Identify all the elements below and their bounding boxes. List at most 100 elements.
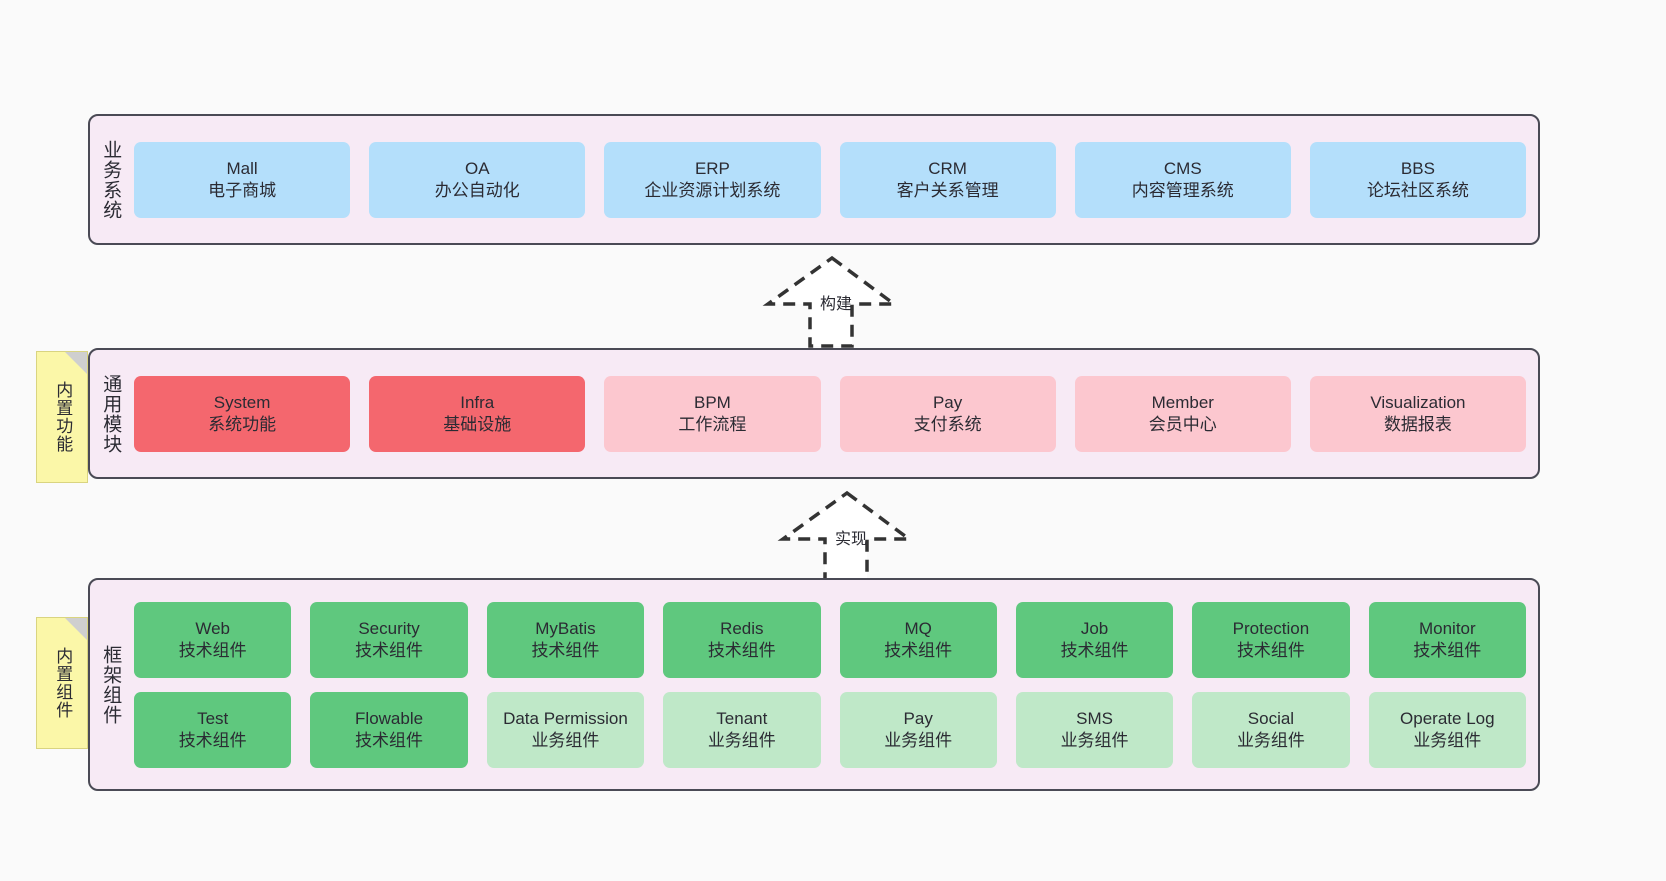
card-job[interactable]: Job 技术组件	[1015, 601, 1174, 678]
card-subtitle: 企业资源计划系统	[644, 180, 781, 200]
card-subtitle: 技术组件	[1236, 640, 1305, 660]
card-title: Operate Log	[1400, 708, 1495, 728]
card-subtitle: 电子商城	[208, 180, 277, 200]
card-subtitle: 工作流程	[678, 414, 747, 434]
card-mq[interactable]: MQ 技术组件	[839, 601, 997, 678]
card-title: Monitor	[1418, 618, 1476, 638]
card-row: Mall 电子商城 OA 办公自动化 ERP 企业资源计划系统 CRM 客户关系…	[134, 141, 1527, 218]
note-fold-icon	[65, 618, 87, 640]
card-title: Redis	[720, 618, 764, 638]
connector-build-label: 构建	[820, 296, 853, 313]
card-subtitle: 技术组件	[884, 640, 953, 660]
card-title: MQ	[904, 618, 932, 638]
card-subtitle: 技术组件	[178, 640, 247, 660]
card-redis[interactable]: Redis 技术组件	[663, 601, 821, 678]
card-web[interactable]: Web 技术组件	[134, 601, 292, 678]
card-mybatis[interactable]: MyBatis 技术组件	[486, 601, 645, 678]
card-security[interactable]: Security 技术组件	[310, 601, 468, 678]
card-title: CMS	[1163, 158, 1202, 178]
card-cms[interactable]: CMS 内容管理系统	[1074, 141, 1291, 218]
layer-caption-framework-component: 框架组件	[100, 644, 122, 725]
card-infra[interactable]: Infra 基础设施	[369, 375, 586, 452]
card-row: Web 技术组件 Security 技术组件 MyBatis 技术组件 Redi…	[134, 601, 1526, 678]
card-title: System	[213, 392, 271, 412]
card-protection[interactable]: Protection 技术组件	[1192, 601, 1350, 678]
note-builtin-features-label: 内置功能	[53, 381, 73, 453]
card-title: Pay	[903, 708, 933, 728]
card-subtitle: 数据报表	[1383, 414, 1452, 434]
card-monitor[interactable]: Monitor 技术组件	[1368, 601, 1526, 678]
card-mall[interactable]: Mall 电子商城	[134, 141, 351, 218]
card-title: Flowable	[355, 708, 424, 728]
layer-body-common-module: System 系统功能 Infra 基础设施 BPM 工作流程 Pay 支付系统…	[130, 350, 1538, 477]
card-title: ERP	[694, 158, 730, 178]
card-sms[interactable]: SMS 业务组件	[1015, 691, 1174, 768]
card-subtitle: 业务组件	[1060, 730, 1129, 750]
card-title: Data Permission	[503, 708, 628, 728]
card-title: Pay	[932, 392, 963, 412]
card-visualization[interactable]: Visualization 数据报表	[1309, 375, 1527, 452]
card-flowable[interactable]: Flowable 技术组件	[310, 691, 468, 768]
card-title: BPM	[694, 392, 731, 412]
card-subtitle: 业务组件	[884, 730, 953, 750]
card-pay-component[interactable]: Pay 业务组件	[839, 691, 997, 768]
card-pay-module[interactable]: Pay 支付系统	[839, 375, 1056, 452]
card-title: Member	[1151, 392, 1214, 412]
card-test[interactable]: Test 技术组件	[134, 691, 292, 768]
note-fold-icon	[65, 352, 87, 374]
connector-build: 构建	[752, 252, 912, 348]
card-title: CRM	[928, 158, 967, 178]
card-subtitle: 业务组件	[531, 730, 600, 750]
card-subtitle: 业务组件	[1236, 730, 1305, 750]
card-erp[interactable]: ERP 企业资源计划系统	[604, 141, 821, 218]
card-bpm[interactable]: BPM 工作流程	[604, 375, 821, 452]
card-title: Web	[195, 618, 231, 638]
card-subtitle: 技术组件	[355, 640, 424, 660]
card-title: OA	[464, 158, 490, 178]
card-subtitle: 技术组件	[707, 640, 776, 660]
card-title: Job	[1080, 618, 1109, 638]
card-subtitle: 技术组件	[355, 730, 424, 750]
card-system[interactable]: System 系统功能	[134, 375, 351, 452]
card-title: Social	[1247, 708, 1295, 728]
layer-caption-business-system: 业务系统	[100, 139, 122, 220]
card-operate-log[interactable]: Operate Log 业务组件	[1368, 691, 1526, 768]
card-subtitle: 基础设施	[443, 414, 512, 434]
layer-business-system: 业务系统 Mall 电子商城 OA 办公自动化 ERP 企业资源计划系统 CRM…	[88, 114, 1540, 245]
card-title: Visualization	[1370, 392, 1466, 412]
card-oa[interactable]: OA 办公自动化	[369, 141, 586, 218]
card-title: BBS	[1400, 158, 1435, 178]
connector-build-arrow	[762, 255, 900, 348]
card-title: Infra	[460, 392, 495, 412]
card-title: SMS	[1076, 708, 1113, 728]
note-builtin-features: 内置功能	[36, 351, 88, 483]
card-subtitle: 办公自动化	[434, 180, 520, 200]
layer-framework-component: 框架组件 Web 技术组件 Security 技术组件 MyBatis 技术组件…	[88, 578, 1540, 791]
card-member[interactable]: Member 会员中心	[1074, 375, 1291, 452]
card-row: System 系统功能 Infra 基础设施 BPM 工作流程 Pay 支付系统…	[134, 375, 1527, 452]
card-bbs[interactable]: BBS 论坛社区系统	[1309, 141, 1527, 218]
card-crm[interactable]: CRM 客户关系管理	[839, 141, 1056, 218]
layer-caption-common-module: 通用模块	[100, 373, 122, 454]
card-data-permission[interactable]: Data Permission 业务组件	[486, 691, 645, 768]
card-subtitle: 业务组件	[1413, 730, 1482, 750]
card-subtitle: 技术组件	[531, 640, 600, 660]
card-tenant[interactable]: Tenant 业务组件	[663, 691, 821, 768]
card-title: Security	[358, 618, 420, 638]
layer-common-module: 通用模块 System 系统功能 Infra 基础设施 BPM 工作流程 Pay…	[88, 348, 1540, 479]
note-builtin-components-label: 内置组件	[53, 647, 73, 719]
card-title: Protection	[1232, 618, 1310, 638]
card-subtitle: 支付系统	[913, 414, 982, 434]
card-subtitle: 业务组件	[707, 730, 776, 750]
layer-body-framework-component: Web 技术组件 Security 技术组件 MyBatis 技术组件 Redi…	[130, 580, 1538, 789]
card-row: Test 技术组件 Flowable 技术组件 Data Permission …	[134, 691, 1526, 768]
card-title: Mall	[226, 158, 258, 178]
card-social[interactable]: Social 业务组件	[1192, 691, 1350, 768]
card-title: MyBatis	[535, 618, 596, 638]
connector-implement-label: 实现	[835, 531, 868, 548]
card-subtitle: 会员中心	[1148, 414, 1217, 434]
connector-implement: 实现	[767, 487, 927, 583]
layer-body-business-system: Mall 电子商城 OA 办公自动化 ERP 企业资源计划系统 CRM 客户关系…	[130, 116, 1538, 243]
card-subtitle: 客户关系管理	[896, 180, 999, 200]
